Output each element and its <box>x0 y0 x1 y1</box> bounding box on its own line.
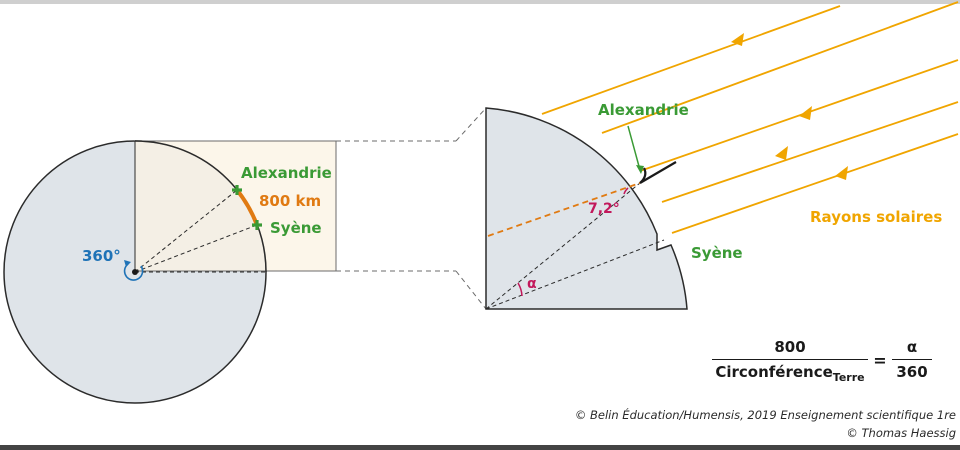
label-alexandrie-right: Alexandrie <box>598 101 689 119</box>
left-fraction: 800 CirconférenceTerre <box>712 338 868 384</box>
rotation-arrowhead-icon <box>124 260 131 267</box>
ray-extension <box>487 182 641 237</box>
sun-ray-1 <box>541 5 841 115</box>
equals-sign: = <box>873 351 887 370</box>
right-fraction: α 360 <box>892 338 932 381</box>
sun-ray-2 <box>601 1 959 134</box>
radius-to-alexandrie <box>134 189 238 273</box>
gnomon-icon <box>639 161 677 184</box>
right-denominator: 360 <box>896 363 928 381</box>
zoom-connector-bottom-diag <box>455 270 487 310</box>
credits: © Belin Éducation/Humensis, 2019 Enseign… <box>575 406 956 442</box>
denominator-sub: Terre <box>832 371 865 384</box>
label-syene-left: Syène <box>270 219 322 237</box>
sun-ray-4 <box>661 101 959 203</box>
label-alpha-inner: α <box>527 276 537 292</box>
earth-quarter <box>485 107 688 310</box>
label-360: 360° <box>82 247 121 265</box>
label-syene-right: Syène <box>691 244 743 262</box>
sun-ray-3 <box>639 59 959 172</box>
bottom-border <box>0 445 960 450</box>
syene-marker-icon <box>252 220 262 230</box>
zoom-box <box>134 140 337 272</box>
radius-to-syene <box>134 224 258 273</box>
earth-zoom: Alexandrie 7,2° α Syène <box>485 101 743 310</box>
sun-ray-5 <box>671 133 959 234</box>
angle-arc-alpha <box>517 282 523 297</box>
angle-arc-rays <box>623 187 629 195</box>
alexandrie-pointer <box>627 125 641 171</box>
zoom-radius-syene <box>485 239 665 310</box>
rotation-arrow-icon <box>123 263 144 281</box>
top-border <box>0 0 960 4</box>
label-angle-rays: 7,2° <box>588 201 620 217</box>
left-numerator: 800 <box>774 338 806 356</box>
denominator-main: Circonférence <box>715 363 833 381</box>
alexandrie-pointer-head-icon <box>636 165 644 174</box>
label-rays: Rayons solaires <box>810 208 942 226</box>
credit-publisher: © Belin Éducation/Humensis, 2019 Enseign… <box>574 408 956 422</box>
ratio-formula: 800 CirconférenceTerre = α 360 <box>712 338 932 390</box>
label-distance: 800 km <box>259 192 321 210</box>
left-fraction-bar <box>712 359 868 360</box>
zoom-connector-top-diag <box>455 107 487 142</box>
earth-overview: Alexandrie 800 km Syène 360° <box>3 140 337 404</box>
alexandrie-marker-icon <box>232 185 242 195</box>
credit-author: © Thomas Haessig <box>846 426 956 440</box>
earth-center <box>132 269 138 275</box>
left-denominator: CirconférenceTerre <box>712 363 868 384</box>
zoom-radius-alexandrie <box>485 182 641 310</box>
right-numerator: α <box>906 338 918 356</box>
earth-edge-in-box <box>134 140 267 273</box>
sun-rays <box>541 1 959 234</box>
label-alexandrie-left: Alexandrie <box>241 164 332 182</box>
right-fraction-bar <box>892 359 932 360</box>
sun-ray-arrows-icon <box>731 33 848 180</box>
